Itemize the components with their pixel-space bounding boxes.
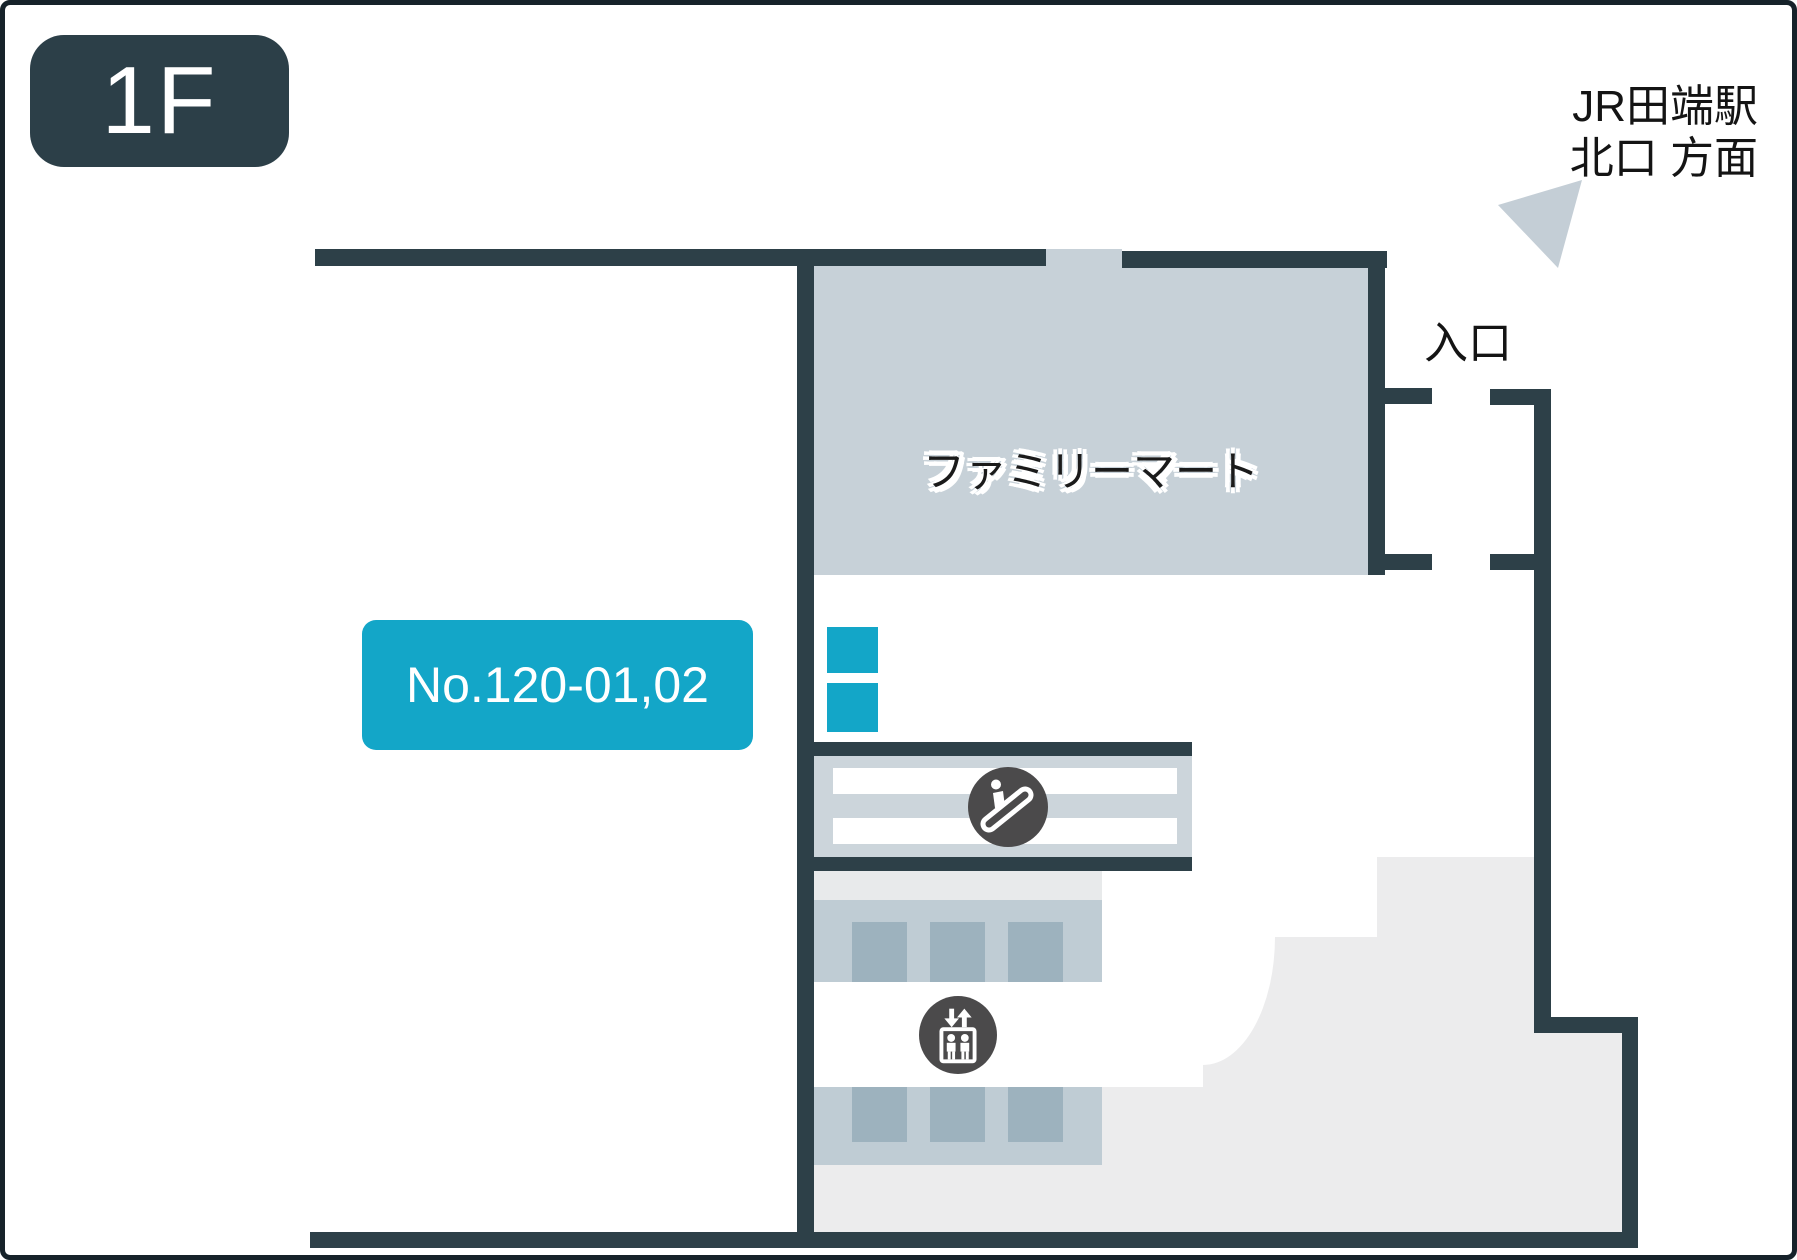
bench-seat — [852, 922, 907, 982]
ad-position-box-2 — [827, 683, 878, 732]
entrance-label: 入口 — [1424, 319, 1512, 368]
wall-bottom — [310, 1232, 1638, 1248]
wall-outer-right — [1622, 1017, 1638, 1248]
escalator-wall-top — [798, 742, 1192, 756]
direction-arrow-icon — [1498, 180, 1582, 268]
store-top-door-gap — [1046, 249, 1122, 269]
entrance-jamb-lower-right — [1490, 554, 1537, 570]
escalator-wall-bottom — [798, 857, 1192, 871]
direction-note-line1: JR田端駅 — [1572, 82, 1758, 131]
wall-right-vertical — [1534, 389, 1551, 1033]
floor-area-bottom-left-join — [1102, 1087, 1203, 1165]
entrance-jamb-lower-left — [1385, 554, 1432, 570]
escalator-icon — [968, 767, 1048, 847]
bench-seat — [930, 922, 985, 982]
wall-store-right — [1368, 251, 1385, 575]
floor-badge-label: 1F — [101, 47, 218, 154]
ad-position-box-1 — [827, 627, 878, 673]
bench-seat — [930, 1087, 985, 1142]
wall-top-right — [1122, 251, 1387, 268]
wall-right-step — [1534, 1017, 1638, 1033]
elevator-icon — [919, 996, 997, 1074]
wall-top-left — [315, 249, 1046, 266]
bench-seat — [1008, 1087, 1063, 1142]
location-badge: No.120-01,02 — [362, 620, 753, 750]
floor-area-right-strip — [1377, 857, 1534, 1232]
floor-area-bottom — [814, 1165, 1377, 1232]
store-familymart: ファミリーマート — [814, 266, 1368, 575]
direction-note-line2: 北口 方面 — [1569, 133, 1758, 183]
direction-note: JR田端駅 北口 方面 — [1570, 81, 1758, 185]
elevator-hall-top-band — [814, 871, 1102, 900]
bench-seat — [852, 1087, 907, 1142]
bench-seat — [1008, 922, 1063, 982]
entrance-jamb-upper-left — [1385, 388, 1432, 404]
floor-badge: 1F — [30, 35, 289, 167]
location-badge-label: No.120-01,02 — [405, 657, 709, 713]
store-label: ファミリーマート — [922, 448, 1259, 495]
floor-area-right-lower — [1534, 1033, 1622, 1232]
